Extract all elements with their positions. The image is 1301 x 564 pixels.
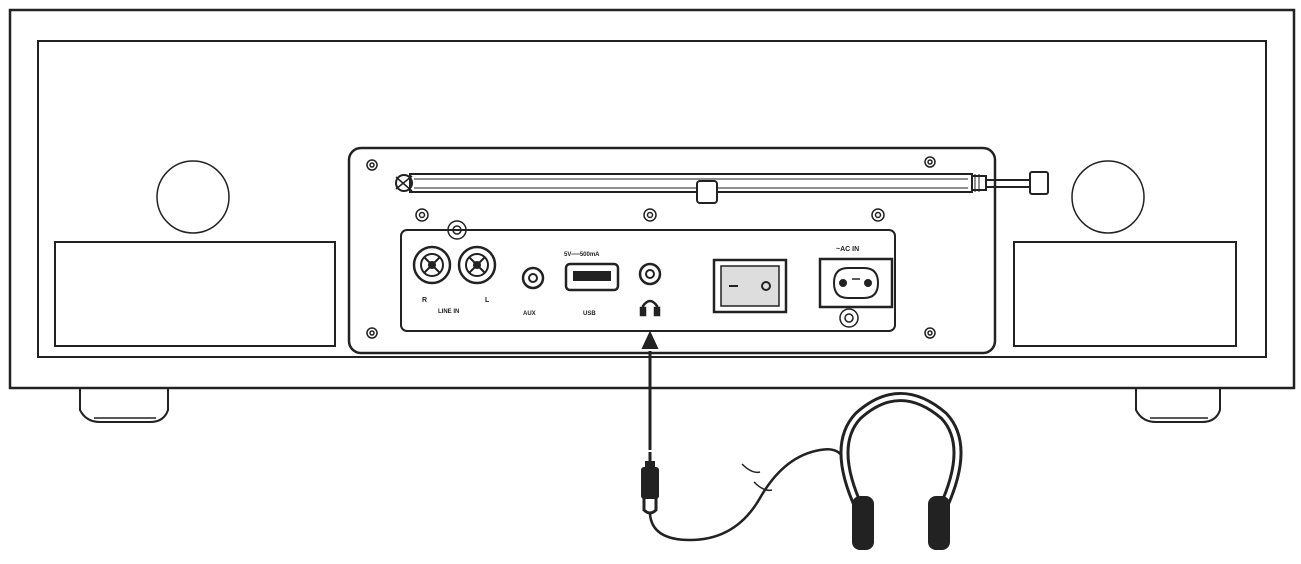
right-bass-port <box>1071 160 1145 234</box>
line-in-l-label: L <box>485 297 490 304</box>
line-in-r-label: R <box>422 297 427 304</box>
headphones-icon <box>839 392 963 550</box>
usb-rating-label: 5V══500mA <box>564 252 600 258</box>
line-in-label: LINE IN <box>438 309 459 315</box>
headphone-icon <box>639 299 661 317</box>
cabinet-inner-frame <box>37 40 1267 358</box>
plate-screws <box>366 156 936 339</box>
left-speaker-panel <box>54 241 336 347</box>
right-foot <box>1135 388 1221 423</box>
figure-8-socket-icon <box>818 257 894 309</box>
usb-port <box>564 262 620 292</box>
headphone-jack <box>638 262 662 286</box>
left-foot <box>79 388 169 423</box>
ac-in-label: ~AC IN <box>836 246 859 253</box>
left-bass-port <box>156 160 230 234</box>
aux-jack <box>521 266 545 290</box>
usb-label: USB <box>583 311 596 317</box>
arrow-to-headphone-jack <box>641 330 659 450</box>
aux-label: AUX <box>523 311 536 317</box>
antenna-icon <box>395 171 1049 204</box>
connector-panel <box>400 229 896 332</box>
rocker-switch-icon <box>712 258 788 314</box>
right-speaker-panel <box>1013 241 1237 347</box>
line-in-l-jack <box>457 245 497 285</box>
line-in-r-jack <box>412 245 452 285</box>
cable-break-mark <box>741 463 773 492</box>
cabinet-outer <box>8 8 1296 390</box>
rear-plate <box>347 146 997 355</box>
headphone-cable <box>648 448 847 542</box>
jack-plug-icon <box>641 452 659 515</box>
